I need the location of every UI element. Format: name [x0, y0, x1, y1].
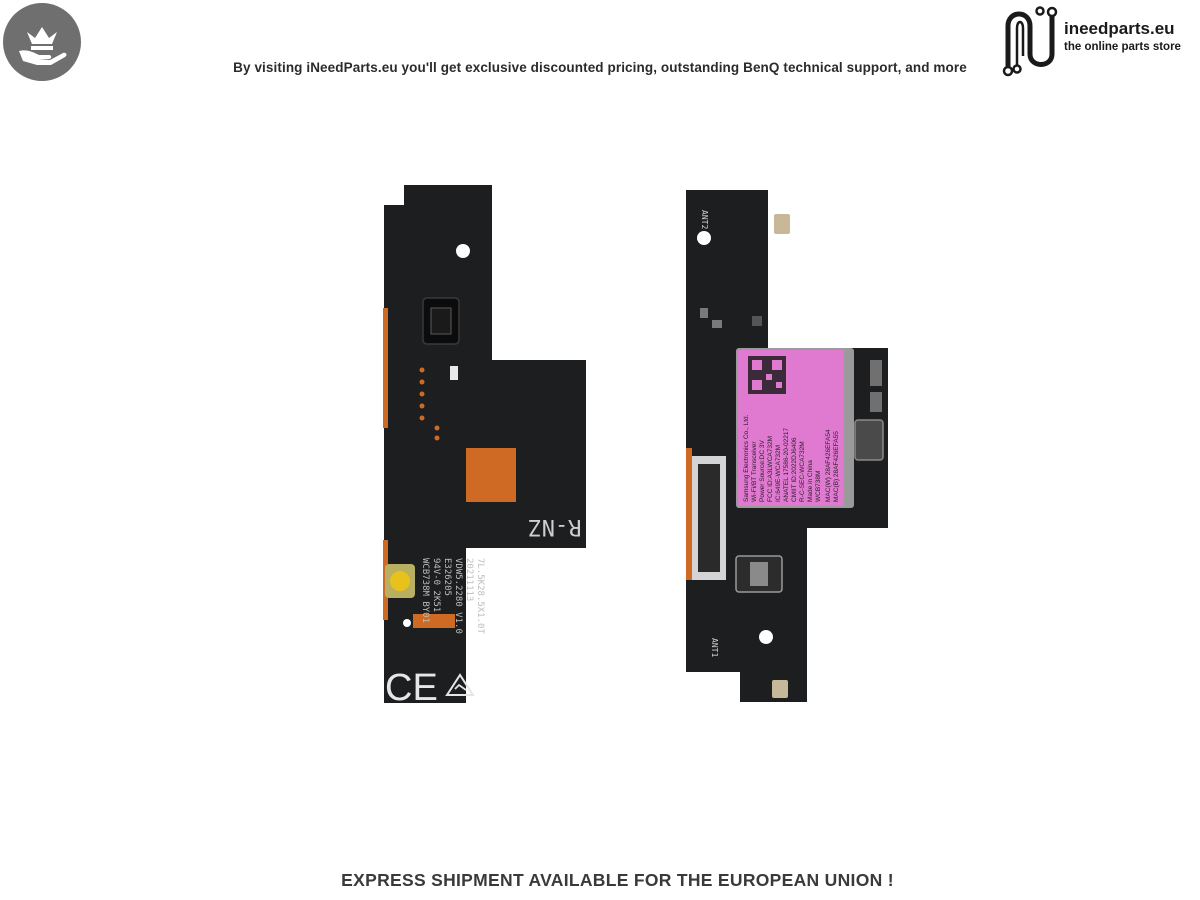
module-label-line: WCB738M	[815, 471, 822, 502]
header-tagline: By visiting iNeedParts.eu you'll get exc…	[233, 60, 967, 75]
module-label-line: ANATEL 17586-20-02217	[783, 428, 790, 502]
board-front: R-NZ WCB738M BY01 94V-0 2K51 E326205 VDW…	[383, 185, 586, 709]
rcm-mark-icon	[445, 673, 475, 696]
mac-label: MAC(B) 28AF426EFA55	[833, 431, 840, 502]
ant1-label: ANT1	[710, 638, 719, 657]
front-label-line: 94V-0 2K51	[431, 558, 441, 612]
ant2-label: ANT2	[700, 210, 709, 229]
qr-code-icon	[748, 356, 786, 394]
module-label-line: FCC ID:A3LWCA732M	[767, 436, 774, 502]
front-label-line: 7L.5K28.5X1.0T	[475, 558, 485, 634]
module-label-line: Wi-Fi/BT Transceiver	[751, 441, 758, 502]
footer-banner: EXPRESS SHIPMENT AVAILABLE FOR THE EUROP…	[341, 870, 894, 890]
module-label-line: Power Source:DC 3V	[759, 440, 766, 502]
module-label-line: R-C-SEC-WCA732M	[799, 441, 806, 502]
circuit-n-logo-icon	[1002, 6, 1058, 77]
front-label-line: WCB738M BY01	[420, 558, 430, 623]
front-label-line: 20211113	[464, 558, 474, 601]
module-label-line: Made in China	[807, 460, 814, 502]
front-label-line: E326205	[442, 558, 452, 596]
module-label-line: IC:649E-WCA732M	[775, 445, 782, 502]
front-label-lines: WCB738M BY01 94V-0 2K51 E326205 VDW5.228…	[420, 558, 485, 634]
module-label-line: Samsung Electronics Co., Ltd.	[743, 414, 750, 502]
ce-mark: CE	[385, 667, 438, 709]
crown-hand-icon	[3, 3, 81, 81]
module-label-line: CMIIT ID:2022DJ6406	[791, 437, 798, 502]
front-label-line: VDW5.2280 V1.0	[453, 558, 463, 634]
mac-label: MAC(W) 28AF426EFA54	[825, 429, 832, 502]
logo-name: ineedparts.eu	[1064, 19, 1175, 38]
front-region-mark: R-NZ	[529, 514, 582, 539]
logo-slogan: the online parts store	[1064, 41, 1181, 53]
module-label-lines: Samsung Electronics Co., Ltd. Wi-Fi/BT T…	[743, 414, 840, 502]
board-back: Samsung Electronics Co., Ltd. Wi-Fi/BT T…	[686, 190, 888, 702]
site-logo[interactable]: ineedparts.eu the online parts store	[1000, 2, 1196, 78]
